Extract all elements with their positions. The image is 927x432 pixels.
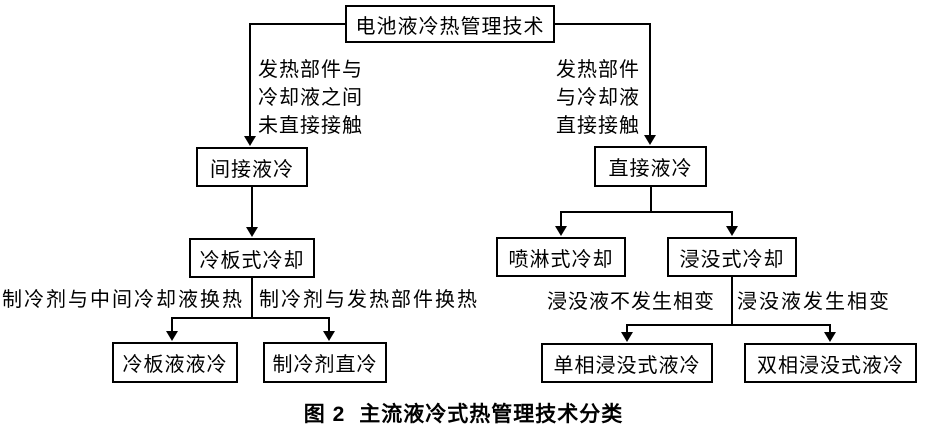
edge-label-cold-plate-right: 制冷剂与发热部件换热 bbox=[259, 289, 479, 311]
node-dual-phase-immersion: 双相浸没式液冷 bbox=[744, 343, 917, 383]
connector-to-immersion-v bbox=[731, 211, 733, 226]
connector-root-right-v bbox=[649, 23, 651, 135]
connector-direct-split-h bbox=[560, 211, 733, 213]
node-cold-plate-label: 冷板式冷却 bbox=[199, 249, 305, 272]
figure-caption-title: 主流液冷式热管理技术分类 bbox=[359, 403, 624, 426]
edge-label-left-line1: 发热部件与 bbox=[258, 59, 363, 81]
node-dual-phase-label: 双相浸没式液冷 bbox=[757, 354, 904, 377]
edge-label-right-line3: 直接接触 bbox=[556, 115, 640, 137]
node-direct-label: 直接液冷 bbox=[608, 158, 693, 180]
node-cold-plate-cooling: 冷板式冷却 bbox=[189, 238, 315, 278]
node-cold-plate-liquid-liquid: 冷板液液冷 bbox=[112, 342, 238, 383]
node-single-phase-label: 单相浸没式液冷 bbox=[553, 354, 701, 377]
connector-to-coldplate-liquid-v bbox=[171, 317, 173, 333]
arrowhead-to-refrigerant-direct bbox=[323, 331, 335, 341]
node-single-phase-immersion: 单相浸没式液冷 bbox=[541, 343, 713, 383]
arrowhead-to-cold-plate bbox=[246, 227, 258, 237]
arrowhead-to-immersion bbox=[726, 226, 738, 236]
arrowhead-to-cold-plate-liquid bbox=[166, 331, 178, 341]
figure-caption-number: 图 2 bbox=[303, 403, 346, 426]
node-refrigerant-direct: 制冷剂直冷 bbox=[263, 342, 387, 383]
arrowhead-to-indirect bbox=[244, 136, 256, 146]
connector-to-refrigerant-direct-v bbox=[328, 317, 330, 333]
edge-label-right-line2: 与冷却液 bbox=[556, 87, 640, 109]
connector-immersion-stem bbox=[731, 277, 733, 326]
edge-label-right-line1: 发热部件 bbox=[556, 59, 640, 81]
connector-coldplate-stem bbox=[251, 278, 253, 319]
connector-indirect-to-coldplate bbox=[251, 187, 253, 228]
edge-label-right-branch: 发热部件 与冷却液 直接接触 bbox=[556, 56, 640, 140]
connector-to-spray-v bbox=[560, 211, 562, 226]
node-indirect-label: 间接液冷 bbox=[210, 158, 294, 181]
connector-root-right-h bbox=[555, 23, 651, 25]
edge-label-cold-plate-left: 制冷剂与中间冷却液换热 bbox=[2, 289, 244, 311]
arrowhead-to-spray bbox=[555, 226, 567, 236]
connector-root-left-v bbox=[249, 23, 251, 137]
node-root: 电池液冷热管理技术 bbox=[345, 5, 555, 43]
node-cold-plate-liquid-label: 冷板液液冷 bbox=[122, 354, 228, 376]
arrowhead-to-direct bbox=[644, 135, 656, 145]
arrowhead-to-single-phase bbox=[621, 332, 633, 342]
node-immersion-label: 浸没式冷却 bbox=[679, 248, 785, 271]
arrowhead-to-dual-phase bbox=[824, 332, 836, 342]
node-spray-cooling: 喷淋式冷却 bbox=[496, 237, 626, 277]
edge-label-immersion-left: 浸没液不发生相变 bbox=[547, 291, 715, 313]
node-root-label: 电池液冷热管理技术 bbox=[355, 15, 545, 38]
node-spray-label: 喷淋式冷却 bbox=[508, 248, 614, 271]
connector-coldplate-split-h bbox=[171, 317, 330, 319]
node-direct-liquid-cooling: 直接液冷 bbox=[594, 146, 707, 187]
figure-caption: 图 2 主流液冷式热管理技术分类 bbox=[0, 398, 927, 428]
node-immersion-cooling: 浸没式冷却 bbox=[667, 237, 797, 277]
edge-label-left-branch: 发热部件与 冷却液之间 未直接接触 bbox=[258, 56, 363, 140]
edge-label-left-line2: 冷却液之间 bbox=[258, 87, 363, 109]
connector-direct-stem bbox=[650, 187, 652, 213]
connector-immersion-split-h bbox=[626, 324, 831, 326]
connector-root-left-h bbox=[249, 23, 345, 25]
connector-to-single-phase-v bbox=[626, 324, 628, 334]
edge-label-immersion-right: 浸没液发生相变 bbox=[737, 291, 891, 313]
node-indirect-liquid-cooling: 间接液冷 bbox=[196, 147, 308, 187]
connector-to-dual-phase-v bbox=[829, 324, 831, 334]
node-refrigerant-direct-label: 制冷剂直冷 bbox=[272, 354, 378, 376]
edge-label-left-line3: 未直接接触 bbox=[258, 115, 363, 137]
